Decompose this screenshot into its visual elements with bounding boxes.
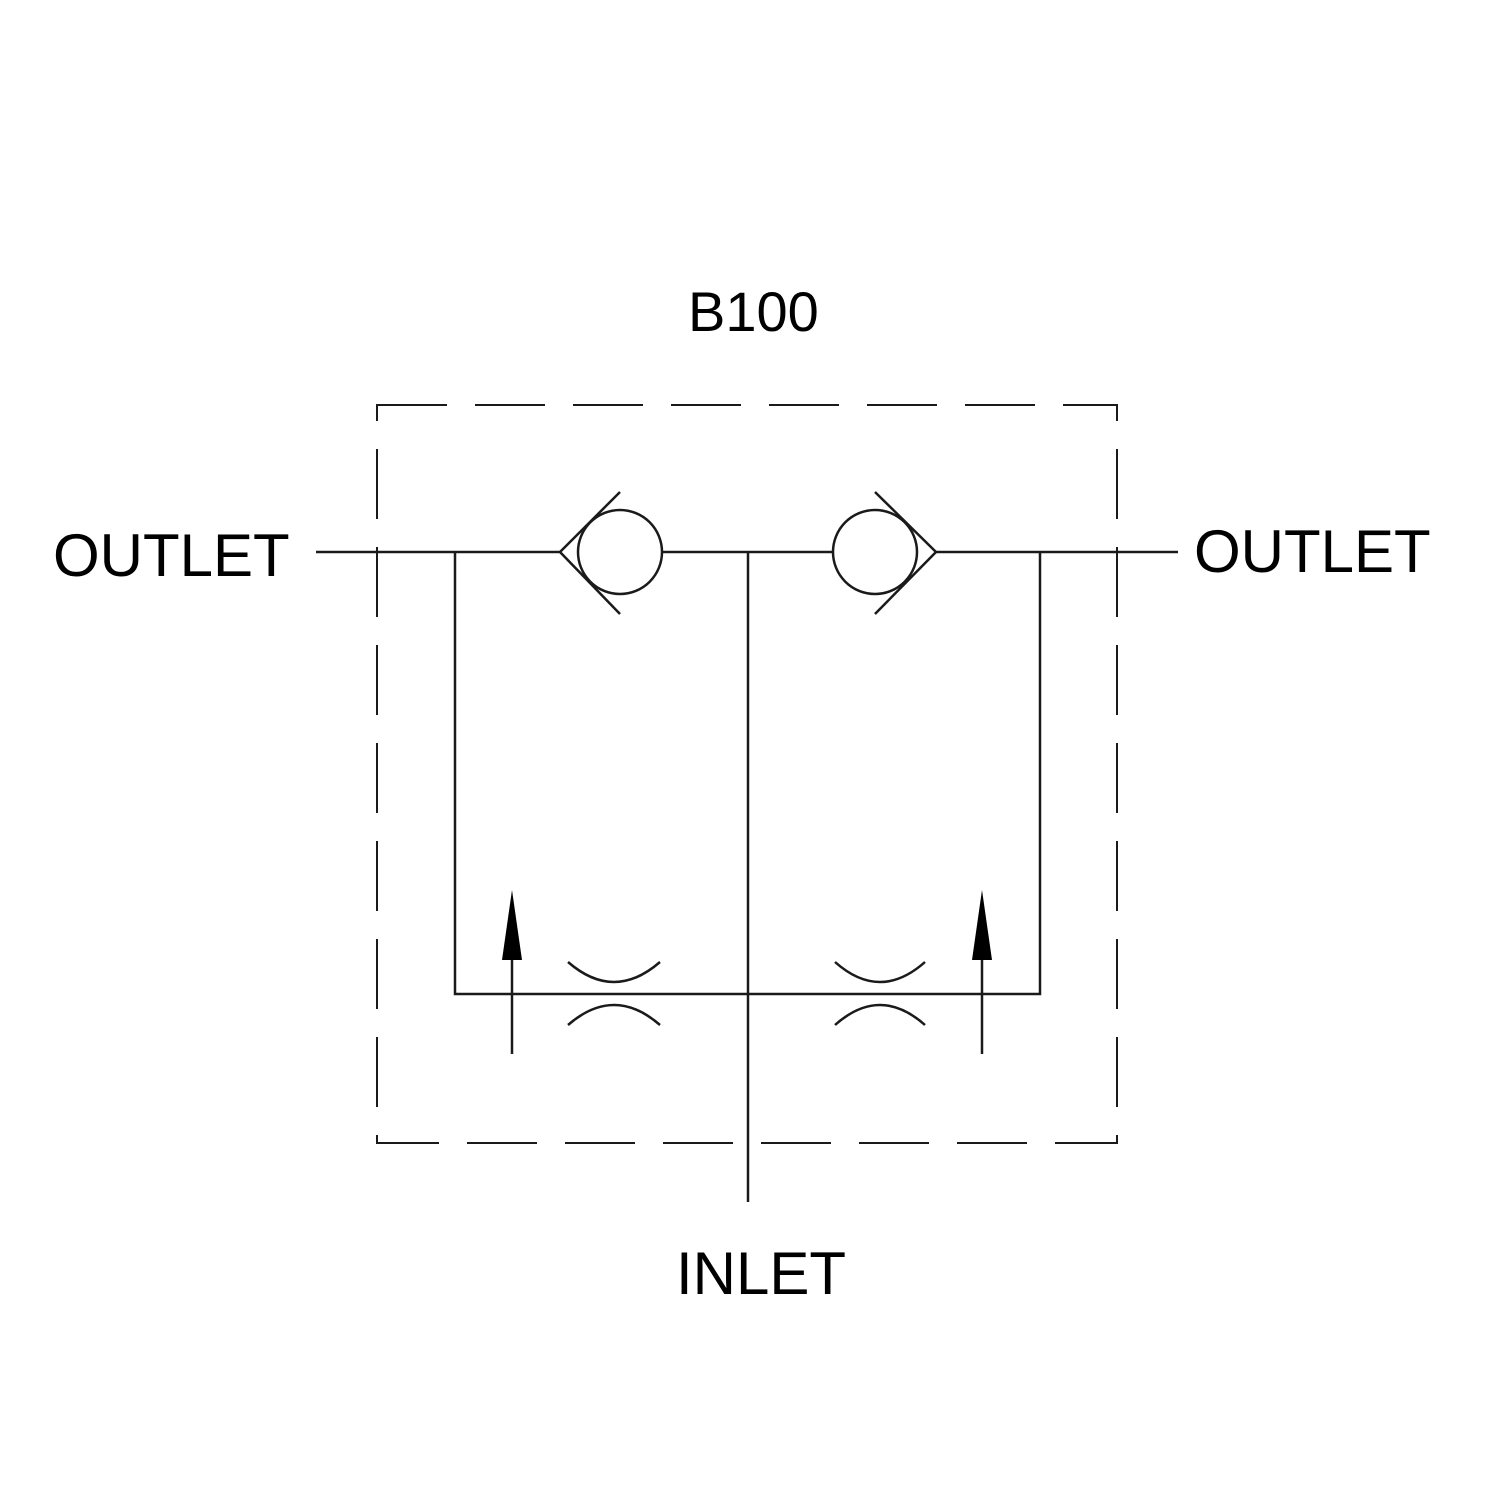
- valve-body-dashed-boundary: [376, 404, 1118, 1144]
- orifice-right: [834, 961, 926, 1026]
- check-ball-icon: [831, 508, 919, 596]
- outlet-label-right: OUTLET: [1194, 518, 1431, 585]
- orifice-arc-bottom: [567, 1003, 661, 1026]
- check-valve-left: [558, 491, 664, 615]
- arrow-up-icon: [972, 890, 992, 960]
- orifice-arc-top: [834, 961, 926, 984]
- check-valve-right: [831, 491, 938, 615]
- bypass-loop: [453, 552, 1042, 996]
- diagram-title: B100: [688, 280, 819, 343]
- check-seat-icon: [558, 491, 621, 615]
- orifice-arc-bottom: [834, 1003, 926, 1026]
- check-seat-icon: [874, 491, 938, 615]
- inlet-label: INLET: [676, 1240, 847, 1307]
- orifice-arc-top: [567, 961, 661, 984]
- orifice-left: [567, 961, 661, 1026]
- outlet-label-left: OUTLET: [53, 522, 290, 589]
- check-ball-icon: [576, 508, 664, 596]
- arrow-up-icon: [502, 890, 522, 960]
